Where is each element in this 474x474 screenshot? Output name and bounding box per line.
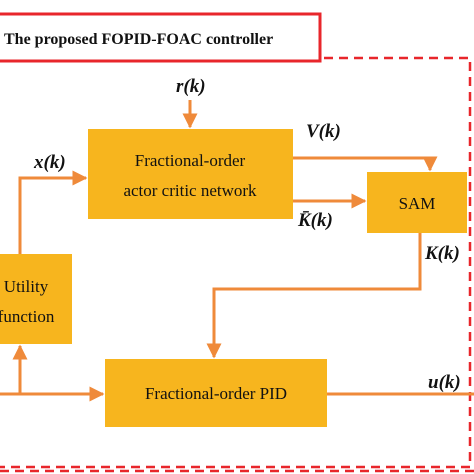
x-signal-arrow xyxy=(18,170,88,254)
actor-critic-network-block xyxy=(88,129,293,219)
sam-block xyxy=(367,172,467,233)
r-signal-label: r(k) xyxy=(176,76,206,97)
u-signal-label: u(k) xyxy=(428,372,461,393)
k-signal-label: K(k) xyxy=(424,243,460,264)
utility-function-block xyxy=(0,254,72,344)
actor-critic-label-line1: Fractional-order xyxy=(135,151,246,170)
actor-critic-label-line2: actor critic network xyxy=(123,181,257,200)
fractional-order-pid-block xyxy=(105,359,327,427)
utility-label-line1: Utility xyxy=(4,277,49,296)
x-signal-label: x(k) xyxy=(33,152,66,173)
title-box xyxy=(0,12,322,63)
v-signal-label: V(k) xyxy=(306,121,341,142)
pid-label: Fractional-order PID xyxy=(145,384,287,403)
k-signal-arrow xyxy=(206,233,422,359)
diagram-title: The proposed FOPID-FOAC controller xyxy=(4,31,273,48)
controller-frame xyxy=(0,56,472,469)
sam-label: SAM xyxy=(399,194,436,213)
utility-label-line2: function xyxy=(0,307,55,326)
v-signal-arrow xyxy=(293,156,438,172)
kbar-signal-label: K̄(k) xyxy=(297,210,333,231)
